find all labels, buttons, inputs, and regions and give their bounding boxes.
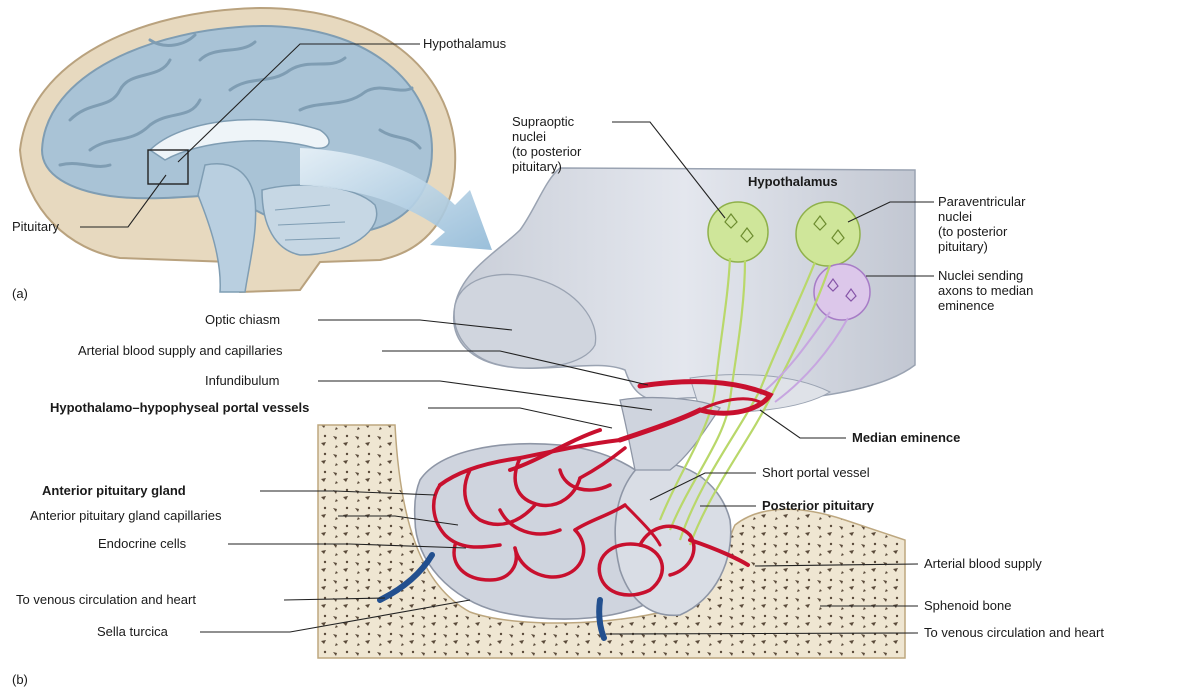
label-paraventricular: Paraventricular nuclei (to posterior pit… xyxy=(938,194,1026,254)
svg-text:(to posterior: (to posterior xyxy=(938,224,1008,239)
leader-median-eminence xyxy=(760,410,846,438)
label-median-eminence: Median eminence xyxy=(852,430,960,445)
label-a-pituitary: Pituitary xyxy=(12,219,59,234)
label-posterior-pituitary: Posterior pituitary xyxy=(762,498,875,513)
svg-text:Nuclei sending: Nuclei sending xyxy=(938,268,1023,283)
svg-text:pituitary): pituitary) xyxy=(512,159,562,174)
supraoptic-nuclei xyxy=(708,202,768,262)
label-endocrine-cells: Endocrine cells xyxy=(98,536,187,551)
label-portal-vessels: Hypothalamo–hypophyseal portal vessels xyxy=(50,400,309,415)
svg-text:axons to median: axons to median xyxy=(938,283,1033,298)
label-supraoptic: Supraoptic nuclei (to posterior pituitar… xyxy=(512,114,582,174)
label-venous-left: To venous circulation and heart xyxy=(16,592,196,607)
label-anterior-capillaries: Anterior pituitary gland capillaries xyxy=(30,508,222,523)
paraventricular-nuclei xyxy=(796,202,860,266)
label-arterial-supply: Arterial blood supply xyxy=(924,556,1042,571)
panel-a-tag: (a) xyxy=(12,286,28,301)
leader-portal-vessels xyxy=(428,408,612,428)
median-eminence-nuclei xyxy=(814,264,870,320)
svg-text:pituitary): pituitary) xyxy=(938,239,988,254)
svg-text:Supraoptic: Supraoptic xyxy=(512,114,575,129)
label-short-portal: Short portal vessel xyxy=(762,465,870,480)
label-median-nuclei: Nuclei sending axons to median eminence xyxy=(938,268,1033,313)
label-sphenoid: Sphenoid bone xyxy=(924,598,1011,613)
panel-b-tag: (b) xyxy=(12,672,28,687)
svg-text:eminence: eminence xyxy=(938,298,994,313)
label-anterior-gland: Anterior pituitary gland xyxy=(42,483,186,498)
brain-sagittal-illustration xyxy=(20,8,455,292)
label-sella-turcica: Sella turcica xyxy=(97,624,169,639)
label-venous-right: To venous circulation and heart xyxy=(924,625,1104,640)
label-infundibulum: Infundibulum xyxy=(205,373,279,388)
svg-text:nuclei: nuclei xyxy=(938,209,972,224)
svg-text:Paraventricular: Paraventricular xyxy=(938,194,1026,209)
label-arterial-capillaries: Arterial blood supply and capillaries xyxy=(78,343,283,358)
label-b-hypothalamus: Hypothalamus xyxy=(748,174,838,189)
label-optic-chiasm: Optic chiasm xyxy=(205,312,280,327)
leader-infundibulum xyxy=(318,381,652,410)
svg-text:(to posterior: (to posterior xyxy=(512,144,582,159)
svg-text:nuclei: nuclei xyxy=(512,129,546,144)
label-a-hypothalamus: Hypothalamus xyxy=(423,36,507,51)
